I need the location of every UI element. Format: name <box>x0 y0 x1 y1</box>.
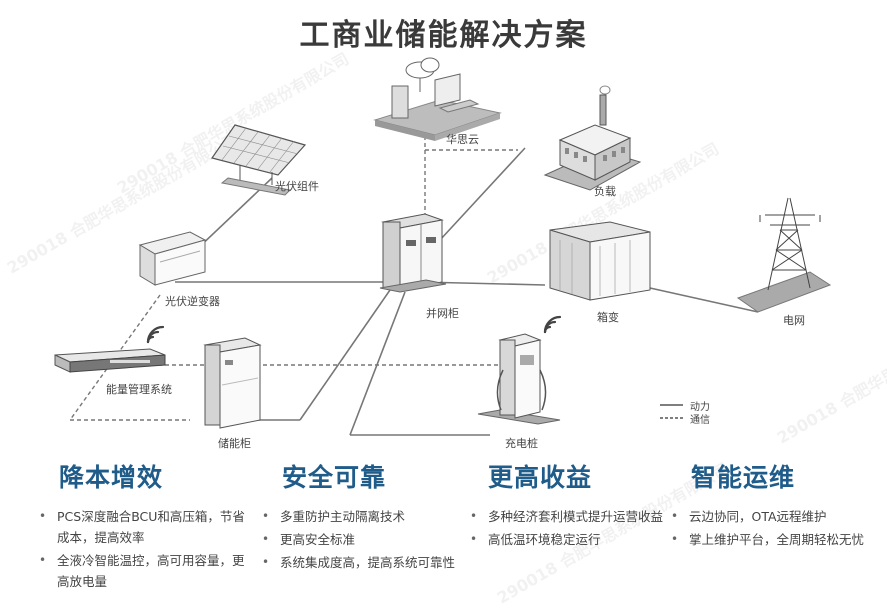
charging-pile-icon <box>477 333 561 425</box>
cloud-platform-icon <box>373 57 502 141</box>
feature-cost-efficiency: 降本增效 PCS深度融合BCU和高压箱，节省成本，提高效率 全液冷智能温控，高可… <box>35 458 250 594</box>
label-pv-module: 光伏组件 <box>275 180 319 193</box>
label-load: 负载 <box>594 185 616 198</box>
solar-panel-icon <box>211 124 307 196</box>
legend-comm-label: 通信 <box>690 415 710 426</box>
feature-safety: 安全可靠 多重防护主动隔离技术 更高安全标准 系统集成度高，提高系统可靠性 <box>258 458 473 575</box>
feature-title: 降本增效 <box>59 463 164 492</box>
label-pv-inverter: 光伏逆变器 <box>165 295 220 308</box>
transformer-icon <box>549 221 651 301</box>
page-title: 工商业储能解决方案 <box>299 18 588 53</box>
feature-item: 多种经济套利模式提升运营收益 <box>466 506 681 527</box>
label-cloud: 华思云 <box>446 133 479 146</box>
wifi-icon <box>543 315 562 334</box>
feature-list: 多重防护主动隔离技术 更高安全标准 系统集成度高，提高系统可靠性 <box>258 506 473 573</box>
label-power-grid: 电网 <box>783 314 805 327</box>
ems-device-icon <box>54 348 166 373</box>
label-storage-cabinet: 储能柜 <box>218 437 251 450</box>
system-diagram <box>54 57 832 436</box>
feature-list: 云边协同，OTA远程维护 掌上维护平台，全周期轻松无忧 <box>667 506 867 550</box>
feature-item: 云边协同，OTA远程维护 <box>667 506 867 527</box>
grid-cabinet-icon <box>379 213 447 293</box>
label-transformer: 箱变 <box>597 311 619 324</box>
power-tower-icon <box>736 197 832 313</box>
feature-title: 智能运维 <box>691 463 796 492</box>
feature-item: 掌上维护平台，全周期轻松无忧 <box>667 529 867 550</box>
feature-item: 系统集成度高，提高系统可靠性 <box>258 552 473 573</box>
feature-smart-ops: 智能运维 云边协同，OTA远程维护 掌上维护平台，全周期轻松无忧 <box>667 458 867 552</box>
feature-item: PCS深度融合BCU和高压箱，节省成本，提高效率 <box>35 506 250 548</box>
feature-list: PCS深度融合BCU和高压箱，节省成本，提高效率 全液冷智能温控，高可用容量，更… <box>35 506 250 592</box>
factory-icon <box>543 85 642 191</box>
storage-cabinet-icon <box>203 337 262 429</box>
label-charging-pile: 充电桩 <box>505 437 538 450</box>
wifi-icon <box>146 325 165 344</box>
legend-power-label: 动力 <box>690 402 710 413</box>
comm-lines <box>69 122 518 421</box>
feature-title: 安全可靠 <box>282 463 387 492</box>
feature-revenue: 更高收益 多种经济套利模式提升运营收益 高低温环境稳定运行 <box>466 458 681 552</box>
feature-item: 高低温环境稳定运行 <box>466 529 681 550</box>
feature-item: 全液冷智能温控，高可用容量，更高放电量 <box>35 550 250 592</box>
label-ems: 能量管理系统 <box>106 383 172 396</box>
feature-item: 更高安全标准 <box>258 529 473 550</box>
feature-list: 多种经济套利模式提升运营收益 高低温环境稳定运行 <box>466 506 681 550</box>
label-grid-cabinet: 并网柜 <box>426 307 459 320</box>
feature-item: 多重防护主动隔离技术 <box>258 506 473 527</box>
diagram-stage: 290018 合肥华思系统股份有限公司 290018 合肥华思系统股份有限公司 … <box>0 0 887 592</box>
feature-title: 更高收益 <box>488 463 593 492</box>
inverter-icon <box>138 231 207 286</box>
